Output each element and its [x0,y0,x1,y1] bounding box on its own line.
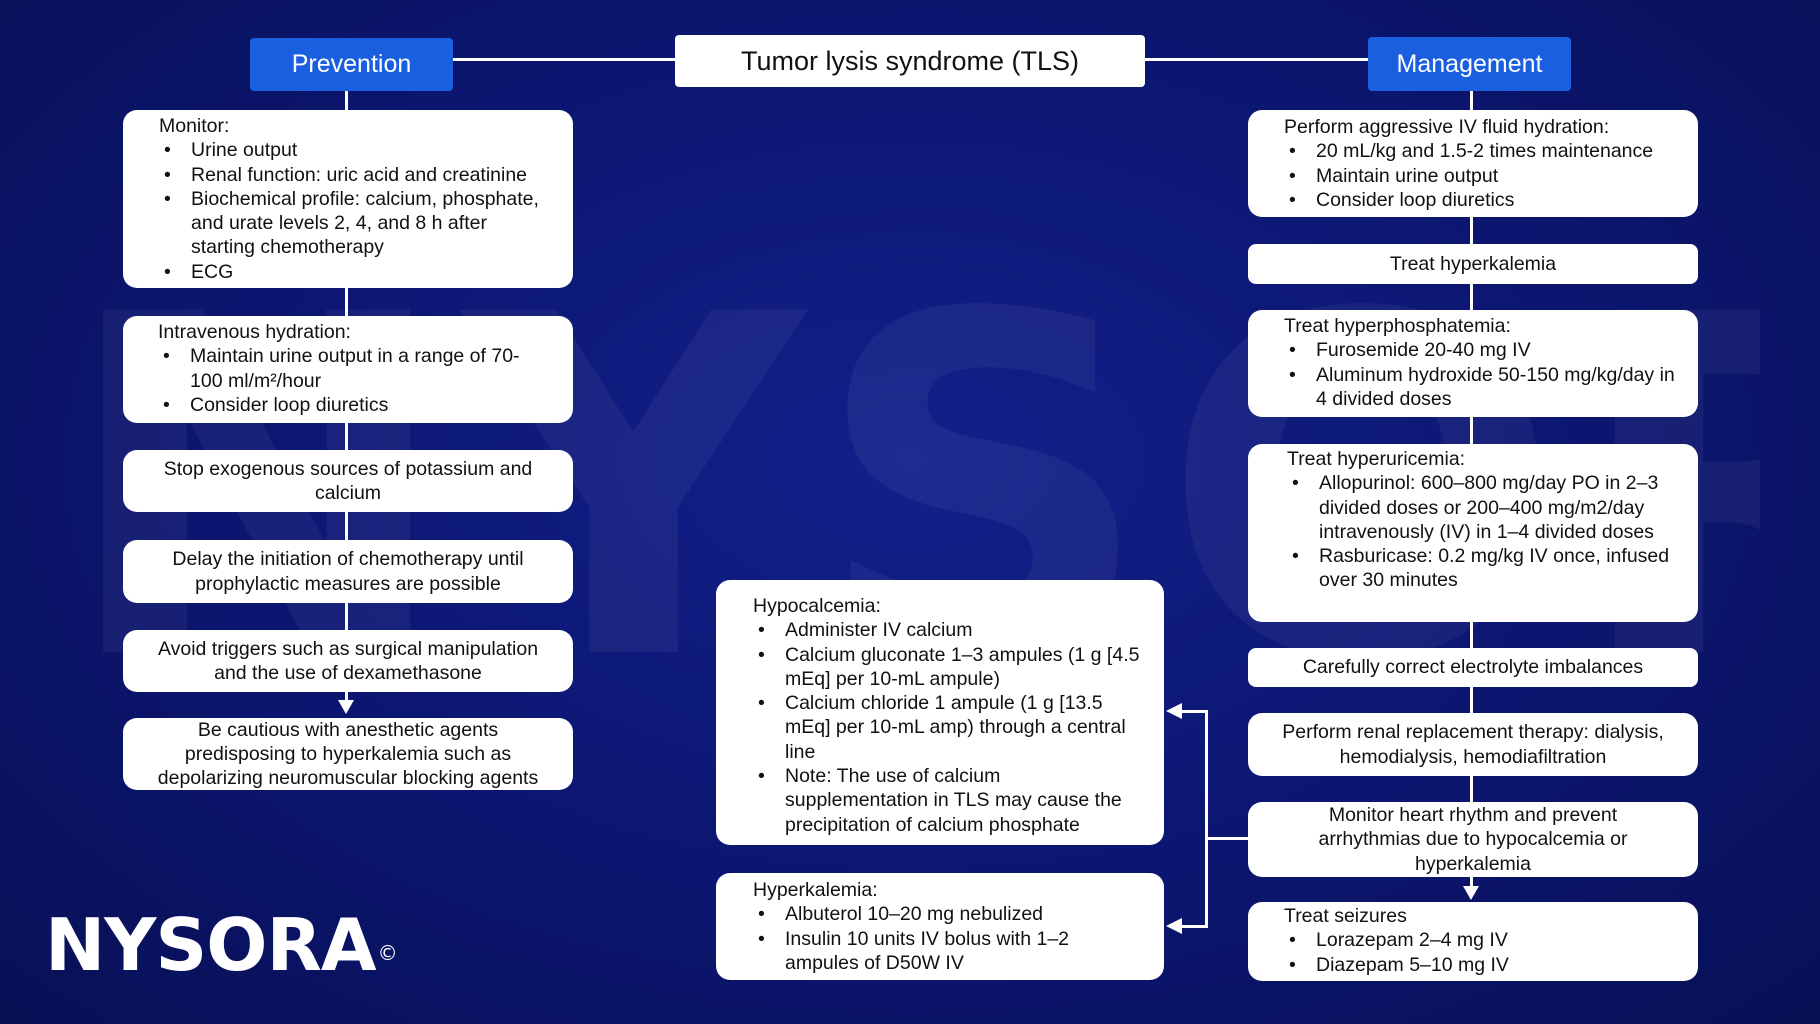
fluid-hydration-list: 20 mL/kg and 1.5-2 times maintenance Mai… [1284,139,1682,212]
cautious-box: Be cautious with anesthetic agents predi… [123,718,573,790]
list-item: Calcium chloride 1 ampule (1 g [13.5 mEq… [753,691,1142,764]
branch-to-hyperkalemia [1180,925,1208,928]
list-item: Diazepam 5–10 mg IV [1284,953,1682,978]
hyperuricemia-box: Treat hyperuricemia: Allopurinol: 600–80… [1248,444,1698,622]
hyperkalemia-box: Hyperkalemia: Albuterol 10–20 mg nebuliz… [716,873,1164,980]
stop-sources-box: Stop exogenous sources of potassium and … [123,450,573,512]
list-item: Consider loop diuretics [158,393,547,418]
list-item: Urine output [159,138,547,163]
list-item: Furosemide 20-40 mg IV [1284,338,1682,363]
arrow-to-hyperkalemia [1166,918,1182,934]
list-item: Lorazepam 2–4 mg IV [1284,928,1682,953]
hyperuricemia-heading: Treat hyperuricemia: [1287,448,1466,470]
list-item: Administer IV calcium [753,618,1142,643]
fluid-hydration-box: Perform aggressive IV fluid hydration: 2… [1248,110,1698,217]
list-item: Note: The use of calcium supplementation… [753,764,1142,837]
copyright-mark: © [377,941,398,965]
prevention-arrow [338,700,354,714]
branch-to-hypocalcemia [1180,710,1208,713]
prevention-header: Prevention [250,38,453,91]
heart-rhythm-box: Monitor heart rhythm and prevent arrhyth… [1248,802,1698,877]
list-item: Maintain urine output in a range of 70-1… [158,344,547,393]
list-item: Renal function: uric acid and creatinine [159,163,547,188]
seizures-list: Lorazepam 2–4 mg IV Diazepam 5–10 mg IV [1284,928,1682,977]
hydration-heading: Intravenous hydration: [158,321,351,343]
hydration-box: Intravenous hydration: Maintain urine ou… [123,316,573,423]
hypocalcemia-heading: Hypocalcemia: [753,595,881,617]
hyperphosphatemia-heading: Treat hyperphosphatemia: [1284,315,1511,337]
list-item: Albuterol 10–20 mg nebulized [753,902,1142,927]
list-item: Calcium gluconate 1–3 ampules (1 g [4.5 … [753,643,1142,692]
management-header: Management [1368,37,1571,91]
list-item: ECG [159,260,547,285]
branch-horizontal [1208,837,1248,840]
hypocalcemia-list: Administer IV calcium Calcium gluconate … [753,618,1142,837]
nysora-logo: NYSORA© [45,903,398,987]
hyperuricemia-list: Allopurinol: 600–800 mg/day PO in 2–3 di… [1287,471,1682,592]
logo-text: NYSORA [45,903,377,987]
connector-title-left [452,58,675,61]
seizures-heading: Treat seizures [1284,905,1407,927]
seizures-box: Treat seizures Lorazepam 2–4 mg IV Diaze… [1248,902,1698,981]
monitor-box: Monitor: Urine output Renal function: ur… [123,110,573,288]
electrolytes-box: Carefully correct electrolyte imbalances [1248,648,1698,687]
delay-box: Delay the initiation of chemotherapy unt… [123,540,573,603]
hyperkalemia-list: Albuterol 10–20 mg nebulized Insulin 10 … [753,902,1142,975]
renal-replacement-box: Perform renal replacement therapy: dialy… [1248,713,1698,776]
list-item: Allopurinol: 600–800 mg/day PO in 2–3 di… [1287,471,1682,544]
arrow-to-hypocalcemia [1166,703,1182,719]
fluid-hydration-heading: Perform aggressive IV fluid hydration: [1284,116,1610,138]
monitor-heading: Monitor: [159,115,230,137]
list-item: Maintain urine output [1284,164,1682,189]
list-item: Consider loop diuretics [1284,188,1682,213]
management-arrow [1463,886,1479,900]
avoid-box: Avoid triggers such as surgical manipula… [123,630,573,692]
list-item: Insulin 10 units IV bolus with 1–2 ampul… [753,927,1142,976]
hydration-list: Maintain urine output in a range of 70-1… [158,344,547,417]
list-item: Aluminum hydroxide 50-150 mg/kg/day in 4… [1284,363,1682,412]
hyperphosphatemia-box: Treat hyperphosphatemia: Furosemide 20-4… [1248,310,1698,417]
connector-title-right [1145,58,1368,61]
list-item: 20 mL/kg and 1.5-2 times maintenance [1284,139,1682,164]
hyperphosphatemia-list: Furosemide 20-40 mg IV Aluminum hydroxid… [1284,338,1682,411]
monitor-list: Urine output Renal function: uric acid a… [159,138,547,284]
branch-vertical [1205,710,1208,928]
list-item: Rasburicase: 0.2 mg/kg IV once, infused … [1287,544,1682,593]
page-title: Tumor lysis syndrome (TLS) [675,35,1145,87]
hyperkalemia-heading: Hyperkalemia: [753,879,878,901]
list-item: Biochemical profile: calcium, phosphate,… [159,187,547,260]
hypocalcemia-box: Hypocalcemia: Administer IV calcium Calc… [716,580,1164,845]
treat-hyperkalemia-box: Treat hyperkalemia [1248,244,1698,284]
